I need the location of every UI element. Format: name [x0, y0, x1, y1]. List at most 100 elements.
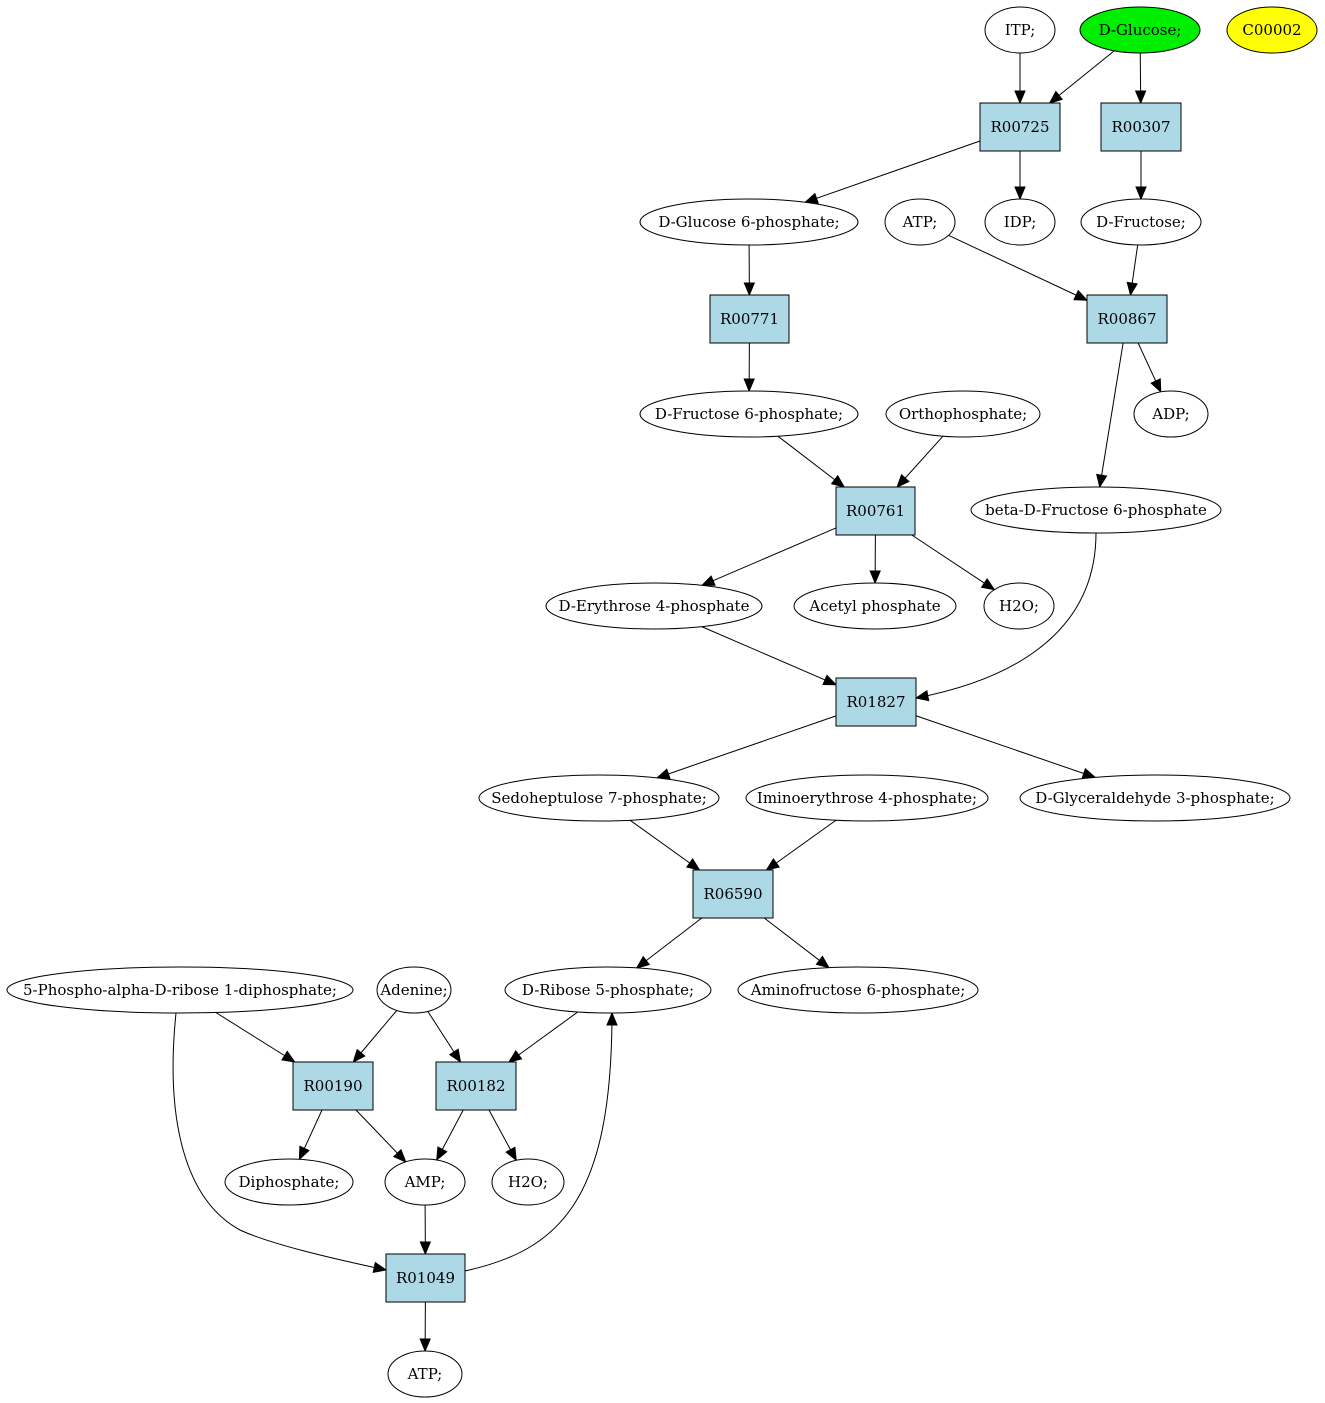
- arrowhead: [743, 282, 756, 297]
- arrowhead: [635, 955, 651, 969]
- edge-ortho-to-r00761: [896, 435, 944, 488]
- edge-glucose-to-r00307: [1134, 52, 1147, 105]
- edge-line: [915, 715, 1096, 778]
- node-diphosphate: Diphosphate;: [224, 1158, 354, 1206]
- arrowhead: [1150, 378, 1162, 394]
- edge-line: [215, 1012, 296, 1063]
- edge-line: [1049, 50, 1115, 104]
- node-label: R01827: [846, 693, 905, 711]
- node-r06590: R06590: [692, 869, 774, 919]
- node-prpp: 5-Phospho-alpha-D-ribose 1-diphosphate;: [6, 966, 354, 1014]
- edge-line: [701, 626, 837, 686]
- arrowhead: [1014, 186, 1026, 201]
- edge-line: [464, 1012, 613, 1272]
- compound-ellipse: [1133, 390, 1209, 438]
- edge-line: [915, 532, 1097, 699]
- node-amp: AMP;: [384, 1158, 466, 1206]
- edge-prpp-to-r00190: [215, 1012, 296, 1063]
- node-label: R00725: [990, 118, 1049, 136]
- node-label: D-Erythrose 4-phosphate: [559, 597, 750, 615]
- node-label: Diphosphate;: [239, 1173, 340, 1191]
- edge-r00771-to-f6p: [743, 342, 755, 393]
- node-label: D-Fructose 6-phosphate;: [655, 405, 843, 423]
- edge-line: [701, 527, 837, 586]
- arrowhead: [298, 1145, 310, 1161]
- compound-ellipse: [793, 582, 957, 630]
- edge-glucose-to-r00725: [1048, 50, 1115, 104]
- arrowhead: [1134, 90, 1147, 105]
- compound-ellipse: [639, 390, 859, 438]
- arrowhead: [505, 1146, 517, 1162]
- edge-f6p-to-r00761: [777, 435, 846, 488]
- reaction-box: [835, 486, 916, 536]
- node-label: D-Ribose 5-phosphate;: [522, 981, 694, 999]
- arrowhead: [352, 1048, 366, 1063]
- edge-atp_top-to-r00867: [948, 234, 1089, 301]
- node-r01827: R01827: [835, 677, 917, 727]
- arrowhead: [372, 1261, 388, 1274]
- edge-line: [777, 435, 845, 488]
- edge-r01049-to-atp_bottom: [419, 1301, 431, 1353]
- node-adenine: Adenine;: [376, 966, 452, 1014]
- node-label: D-Glucose;: [1099, 21, 1182, 39]
- compound-ellipse: [639, 198, 859, 246]
- edge-r00761-to-acetylp: [869, 534, 881, 585]
- node-label: Orthophosphate;: [899, 405, 1027, 423]
- node-r00725: R00725: [979, 102, 1061, 152]
- arrowhead: [1048, 90, 1064, 104]
- reaction-box: [385, 1253, 466, 1303]
- edge-line: [805, 140, 981, 203]
- node-label: R00307: [1111, 118, 1170, 136]
- compound-ellipse: [1019, 774, 1291, 822]
- reaction-box: [709, 294, 790, 344]
- edge-line: [172, 1012, 387, 1271]
- node-ie4p: Iminoerythrose 4-phosphate;: [745, 774, 989, 822]
- arrowhead: [436, 1146, 448, 1162]
- node-label: R01049: [396, 1269, 455, 1287]
- edge-r00307-to-fructose: [1135, 151, 1147, 201]
- node-g6p: D-Glucose 6-phosphate;: [639, 198, 859, 246]
- node-label: R00867: [1097, 310, 1156, 328]
- node-label: D-Glyceraldehyde 3-phosphate;: [1035, 789, 1274, 807]
- node-itp: ITP;: [984, 6, 1056, 54]
- compound-ellipse: [384, 1158, 466, 1206]
- edge-r06590-to-r5p: [635, 917, 703, 969]
- arrowhead: [655, 768, 671, 780]
- node-label: Sedoheptulose 7-phosphate;: [491, 789, 707, 807]
- node-label: Iminoerythrose 4-phosphate;: [757, 789, 977, 807]
- edge-line: [911, 534, 995, 591]
- compound-ellipse: [970, 486, 1222, 534]
- node-label: 5-Phospho-alpha-D-ribose 1-diphosphate;: [23, 981, 337, 999]
- arrowhead: [1073, 289, 1089, 301]
- arrowhead: [606, 1011, 618, 1026]
- edge-itp-to-r00725: [1014, 53, 1026, 105]
- arrowhead: [1014, 90, 1026, 105]
- node-r00867: R00867: [1086, 294, 1168, 344]
- node-label: R00190: [303, 1077, 362, 1095]
- edge-line: [948, 234, 1088, 301]
- node-s7p: Sedoheptulose 7-phosphate;: [478, 774, 720, 822]
- edge-line: [508, 1011, 579, 1063]
- edge-r00761-to-h2o_a: [911, 534, 996, 591]
- arrowhead: [507, 1049, 523, 1063]
- compound-ellipse: [387, 1350, 463, 1398]
- compound-ellipse: [745, 774, 989, 822]
- node-r00182: R00182: [435, 1061, 517, 1111]
- edge-r01827-to-s7p: [655, 715, 837, 780]
- node-f6p: D-Fructose 6-phosphate;: [639, 390, 859, 438]
- node-h2o_b: H2O;: [491, 1158, 565, 1206]
- edge-bf6p-to-r01827: [914, 532, 1097, 702]
- node-fructose: D-Fructose;: [1080, 198, 1202, 246]
- node-bf6p: beta-D-Fructose 6-phosphate: [970, 486, 1222, 534]
- edge-prpp-to-r01049: [172, 1012, 388, 1274]
- edge-adenine-to-r00182: [427, 1011, 462, 1064]
- compound-ellipse: [1080, 198, 1202, 246]
- node-r00307: R00307: [1100, 102, 1182, 152]
- node-label: AMP;: [404, 1173, 446, 1191]
- reaction-box: [835, 677, 917, 727]
- node-label: ATP;: [902, 213, 938, 231]
- node-atp_bottom: ATP;: [387, 1350, 463, 1398]
- arrowhead: [281, 1050, 296, 1063]
- edge-line: [636, 917, 703, 969]
